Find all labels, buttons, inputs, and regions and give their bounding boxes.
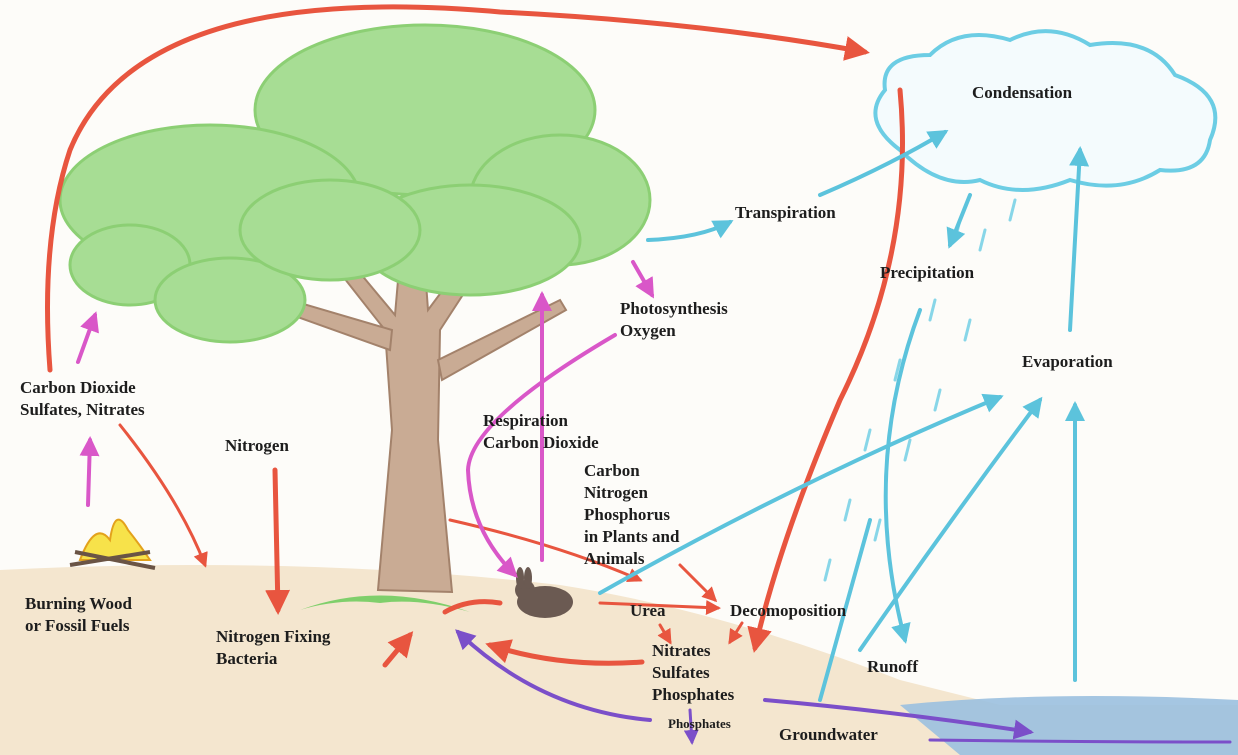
- label-nitrogen: Nitrogen: [225, 435, 289, 457]
- arrow-co2-up-to-tree: [78, 315, 95, 362]
- label-decomposition: Decomoposition: [730, 600, 846, 622]
- label-nitrogen-fixing-bacteria: Nitrogen Fixing Bacteria: [216, 626, 330, 670]
- rabbit: [515, 567, 573, 618]
- rain: [825, 200, 1015, 580]
- label-precipitation: Precipitation: [880, 262, 974, 284]
- tree-canopy: [60, 25, 650, 342]
- arrow-fire-to-co2: [88, 440, 90, 505]
- label-transpiration: Transpiration: [735, 202, 836, 224]
- label-groundwater: Groundwater: [779, 724, 878, 746]
- cloud: [875, 31, 1215, 190]
- arrow-nitrogen-down: [275, 470, 278, 610]
- label-urea: Urea: [630, 600, 666, 622]
- arrow-nutrients-to-decomp: [680, 565, 715, 600]
- label-nitrates-sulfates-phosphates: Nitrates Sulfates Phosphates: [652, 640, 734, 706]
- arrow-tree-to-transpiration: [648, 222, 730, 240]
- label-evaporation: Evaporation: [1022, 351, 1113, 373]
- label-burning-wood: Burning Wood or Fossil Fuels: [25, 593, 132, 637]
- arrow-tree-to-photosynthesis: [633, 262, 652, 295]
- label-photosynthesis-oxygen: Photosynthesis Oxygen: [620, 298, 728, 342]
- label-respiration-co2: Respiration Carbon Dioxide: [483, 410, 599, 454]
- label-nutrients-in-plants-animals: Carbon Nitrogen Phosphorus in Plants and…: [584, 460, 679, 570]
- label-phosphates: Phosphates: [668, 716, 731, 732]
- label-co2-sulfates-nitrates: Carbon Dioxide Sulfates, Nitrates: [20, 377, 145, 421]
- water-body: [900, 696, 1238, 755]
- fire: [70, 520, 155, 568]
- label-runoff: Runoff: [867, 656, 918, 678]
- label-condensation: Condensation: [972, 82, 1072, 104]
- arrow-cloud-down-precip: [950, 195, 970, 245]
